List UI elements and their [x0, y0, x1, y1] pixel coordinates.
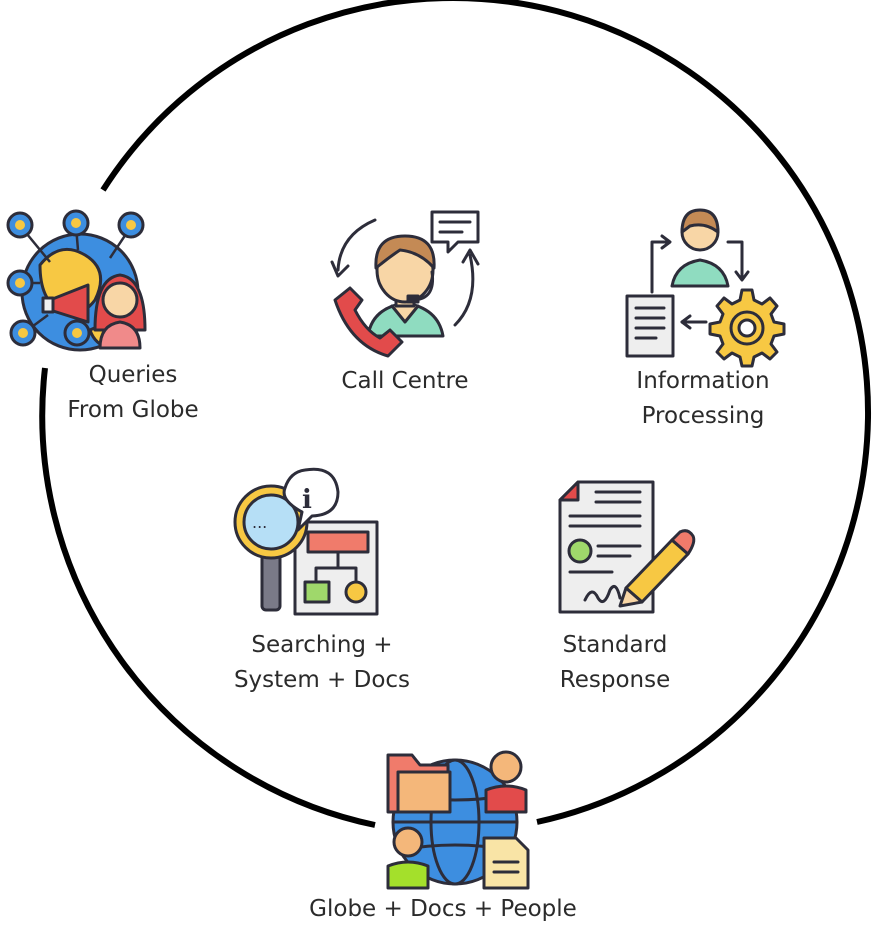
- node-searching-label: Searching + System + Docs: [212, 628, 432, 698]
- node-standard-response-line1: Standard: [562, 632, 668, 658]
- node-call-centre-line1: Call Centre: [341, 368, 469, 394]
- svg-text:i: i: [302, 485, 312, 515]
- node-queries-line1: Queries: [88, 362, 178, 388]
- node-globe-docs-people-line1: Globe + Docs + People: [309, 896, 577, 922]
- node-searching-line2: System + Docs: [233, 667, 411, 693]
- node-queries-label: Queries From Globe: [33, 358, 233, 428]
- globe-megaphone-people-icon: [6, 209, 147, 352]
- node-information-processing-line2: Processing: [641, 403, 765, 429]
- cycle-circle-left-arc: [39, 367, 376, 828]
- node-information-processing-label: Information Processing: [593, 364, 813, 434]
- node-standard-response-label: Standard Response: [515, 628, 715, 698]
- node-queries-line2: From Globe: [67, 397, 199, 423]
- signed-document-pen-icon: [558, 480, 696, 614]
- node-call-centre-label: Call Centre: [305, 364, 505, 399]
- svg-text:...: ...: [252, 513, 267, 532]
- person-document-gear-cycle-icon: [625, 208, 786, 368]
- node-standard-response-line2: Response: [559, 667, 671, 693]
- magnifier-flowchart-icon: ... i: [233, 467, 379, 616]
- globe-folder-people-doc-icon: [386, 750, 530, 890]
- cycle-circle: [100, 0, 872, 825]
- node-globe-docs-people-label: Globe + Docs + People: [293, 892, 593, 927]
- node-information-processing-line1: Information: [636, 368, 770, 394]
- node-searching-line1: Searching +: [251, 632, 393, 658]
- call-centre-agent-icon: [330, 210, 480, 358]
